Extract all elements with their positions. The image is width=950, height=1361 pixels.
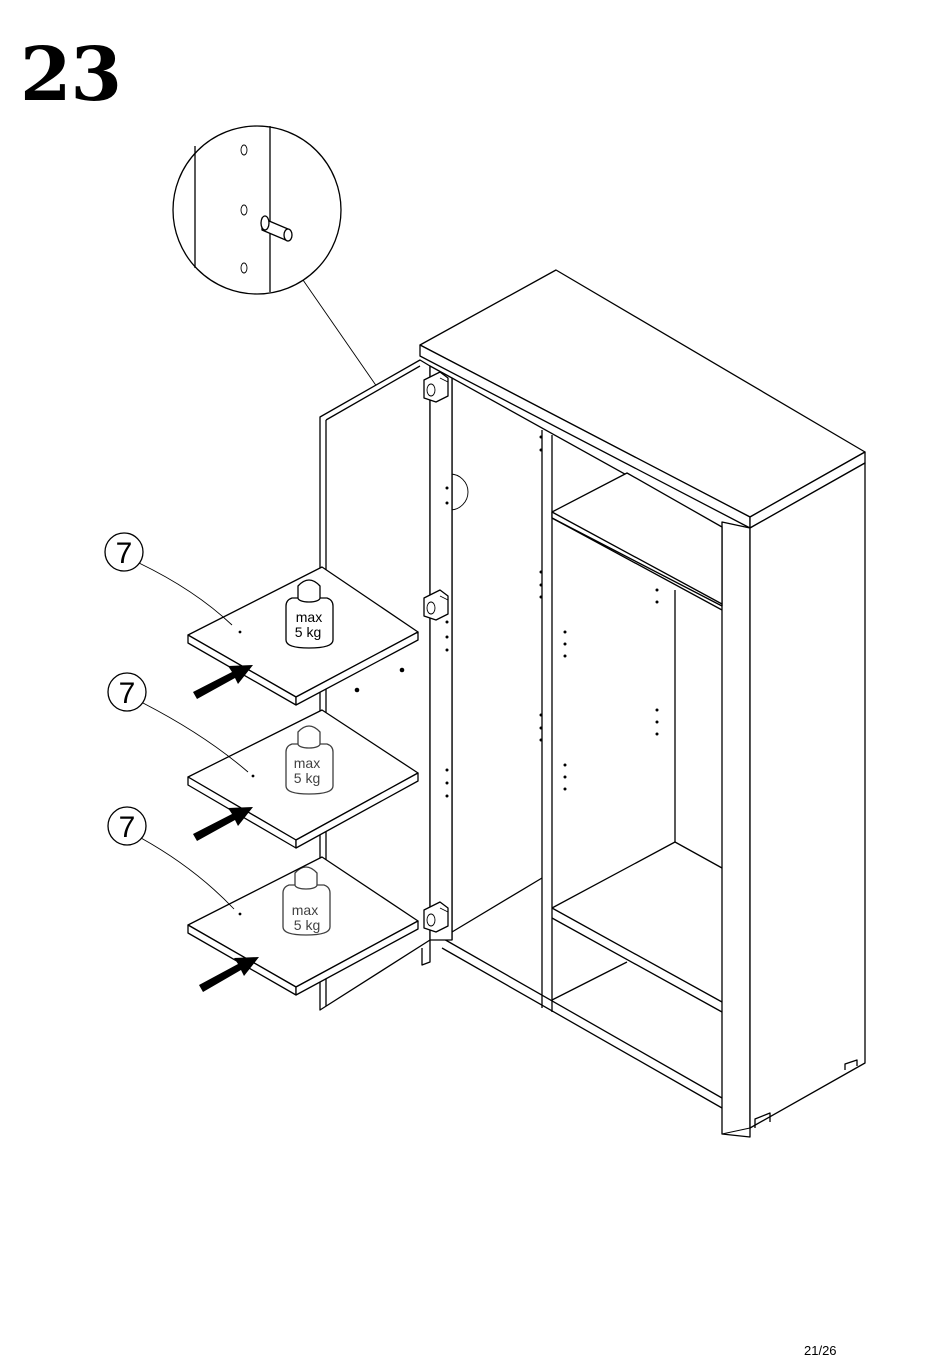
insert-arrow-icon <box>199 957 259 992</box>
weight-limit-label: max <box>296 609 322 625</box>
weight-limit-label: max <box>292 902 318 918</box>
part-number: 7 <box>119 811 136 844</box>
weight-limit-value: 5 kg <box>294 917 320 933</box>
cabinet <box>420 270 865 1137</box>
part-callout: 7 <box>108 807 234 909</box>
insert-arrow-icon <box>193 807 253 841</box>
weight-limit-value: 5 kg <box>294 770 320 786</box>
part-number: 7 <box>116 537 133 570</box>
insert-arrow-icon <box>193 665 253 699</box>
weight-limit-value: 5 kg <box>295 624 321 640</box>
shelf-pin-icon <box>261 216 292 241</box>
page-number: 21/26 <box>804 1343 837 1358</box>
weight-limit-label: max <box>294 755 320 771</box>
part-number: 7 <box>119 677 136 710</box>
part-callout: 7 <box>105 533 232 625</box>
